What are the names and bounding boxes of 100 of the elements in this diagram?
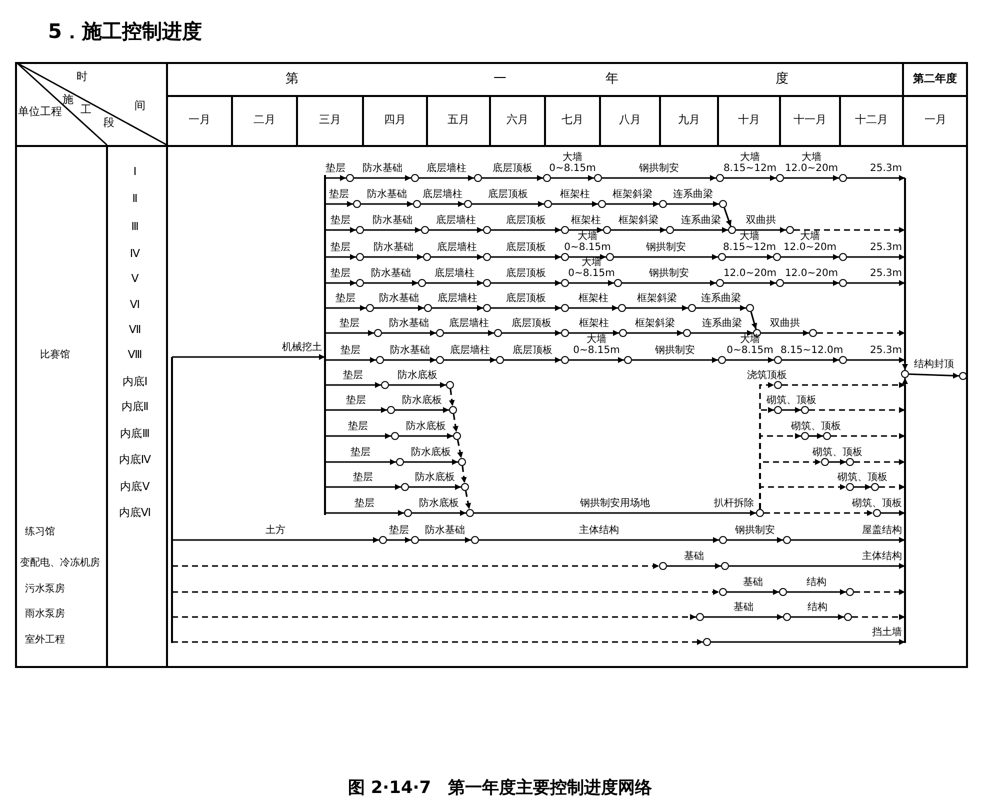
edge-label: 连系曲梁 (702, 318, 742, 329)
arrow (421, 201, 464, 207)
header-text: 度 (776, 70, 788, 88)
arrow (724, 208, 732, 226)
edge-label: 底层顶板 (492, 163, 532, 174)
edge-label: 25.3m (870, 163, 902, 174)
header-text: 年 (606, 70, 618, 88)
arrow (412, 510, 466, 516)
edge-label: 垫层 (340, 318, 360, 329)
month-header: 十一月 (794, 112, 826, 128)
section-label: 内底Ⅵ (118, 504, 152, 521)
arrow (794, 227, 905, 233)
edge-label: 防水基础 (367, 189, 407, 200)
arrow (172, 563, 659, 569)
header-text: 间 (134, 98, 146, 114)
edge-label: 垫层 (340, 345, 360, 356)
edge-label: 框架斜梁 (618, 215, 658, 226)
edge-label: 大墙 0~8.15m (567, 257, 616, 279)
edge-label: 浇筑顶板 (747, 370, 787, 381)
project-label: 练习馆 (25, 525, 55, 540)
edge-label: 垫层 (348, 421, 368, 432)
arrow (432, 305, 483, 311)
header-text: 一 (494, 70, 506, 88)
arrow (491, 305, 561, 311)
edge-label: 底层墙柱 (438, 293, 478, 304)
edge-label: 框架柱 (578, 293, 608, 304)
arrow (569, 330, 619, 336)
arrow (727, 589, 779, 595)
edge-label: 底层墙柱 (422, 189, 462, 200)
arrow (602, 175, 716, 181)
arrow (569, 227, 603, 233)
arrow (847, 357, 905, 363)
section-label: 内底Ⅴ (120, 478, 150, 495)
arrow (881, 510, 905, 516)
edge-label: 挡土墙 (872, 627, 902, 638)
edge-label: 防水底板 (419, 498, 459, 509)
section-label: Ⅵ (130, 296, 140, 313)
arrow (667, 201, 719, 207)
edge-label: 机械挖土 (282, 342, 322, 353)
edge-label: 底层墙柱 (426, 163, 466, 174)
arrow (569, 357, 624, 363)
edge-label: 垫层 (354, 498, 374, 509)
project-label: 污水泵房 (25, 582, 65, 596)
header-text: 单位工程 (18, 104, 62, 120)
edge-label: 框架柱 (579, 318, 609, 329)
arrow (172, 537, 379, 543)
edge-label: 土方 (266, 525, 286, 536)
arrow (444, 330, 494, 336)
edge-label: 基础 (684, 551, 704, 562)
arrow (611, 227, 666, 233)
arrow (606, 201, 659, 207)
arrow (364, 254, 423, 260)
arrow (444, 357, 496, 363)
edge-label: 砌筑、顶板 (812, 447, 862, 458)
section-label: Ⅲ (131, 218, 139, 235)
edge-label: 8.15~12.0m (780, 345, 840, 356)
arrow (831, 433, 905, 439)
arrow (172, 639, 703, 645)
arrow (750, 312, 758, 330)
arrow (879, 484, 905, 490)
arrow (325, 254, 356, 260)
arrow (354, 175, 411, 181)
arrow (852, 614, 905, 620)
arrow (325, 201, 353, 207)
edge-label: 防水底板 (411, 447, 451, 458)
section-label: 内底Ⅰ (122, 374, 148, 390)
edge-label: 底层墙柱 (449, 318, 489, 329)
header-text: 段 (104, 114, 114, 131)
arrow (902, 363, 908, 370)
edge-label: 底层顶板 (512, 345, 552, 356)
month-header: 五月 (448, 112, 470, 128)
edge-label: 底层墙柱 (450, 345, 490, 356)
arrow (364, 227, 421, 233)
month-header: 二月 (254, 112, 276, 128)
arrow (782, 407, 801, 413)
edge-label: 双曲拱 (770, 318, 800, 329)
edge-label: 钢拱制安 (655, 345, 695, 356)
edge-label: 连系曲梁 (701, 293, 741, 304)
edge-label: 砌筑、顶板 (766, 395, 816, 406)
edge-label: 防水基础 (374, 242, 414, 253)
arrow (502, 330, 561, 336)
edge-label: 25.3m (870, 268, 902, 279)
edge-label: 防水底板 (398, 370, 438, 381)
arrow (854, 484, 871, 490)
header-text: 施 (62, 92, 74, 108)
edge-label: 钢拱制安 (646, 242, 686, 253)
edge-label: 防水底板 (406, 421, 446, 432)
edge-label: 垫层 (343, 370, 363, 381)
edge-label: 防水基础 (372, 215, 412, 226)
arrow (504, 357, 561, 363)
arrow (632, 357, 718, 363)
arrow (809, 433, 823, 439)
edge-label: 砌筑、顶板 (852, 498, 902, 509)
arrow (817, 330, 905, 336)
edge-label: 底层顶板 (512, 318, 552, 329)
arrow (854, 459, 905, 465)
edge-label: 防水底板 (415, 472, 455, 483)
arrow (419, 175, 474, 181)
edge-label: 屋盖结构 (862, 525, 902, 536)
activity-label: 扒杆拆除 (714, 498, 754, 509)
